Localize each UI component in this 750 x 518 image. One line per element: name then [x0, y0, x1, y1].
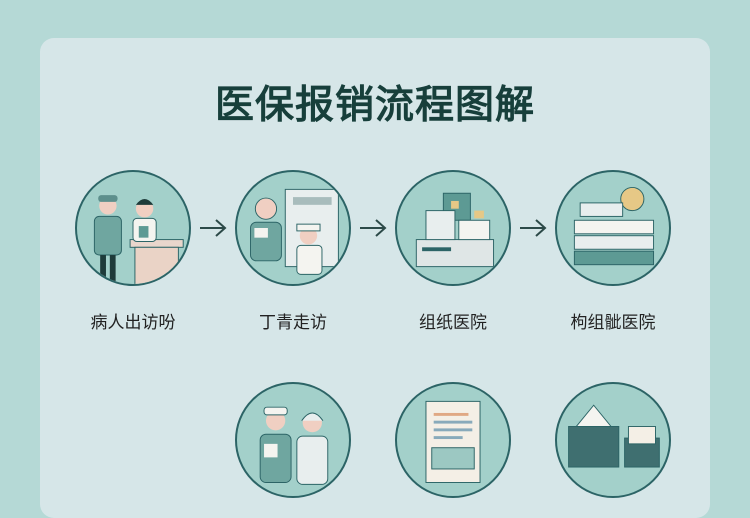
step-3-circle	[395, 170, 511, 286]
step-2-circle	[235, 170, 351, 286]
arrow-right-icon	[360, 219, 387, 237]
envelope-icon	[568, 404, 660, 468]
document-stack-icon	[573, 186, 655, 266]
page-title: 医保报销流程图解	[214, 83, 535, 128]
step-1-circle	[75, 170, 191, 286]
step-4-circle	[555, 170, 671, 286]
nurse-visit-icon	[250, 188, 339, 275]
step-3-label: 组纸医院	[419, 313, 487, 333]
step-2-label: 丁青走访	[259, 313, 327, 333]
doctor-patient-icon	[93, 195, 184, 284]
arrow-right-icon	[520, 219, 547, 237]
step-7-circle	[555, 382, 671, 498]
hospital-equipment-icon	[415, 192, 495, 268]
step-5-circle	[235, 382, 351, 498]
step-4-label: 枸组骴医院	[570, 313, 656, 333]
step-6-circle	[395, 382, 511, 498]
step-1-label: 病人出访吩	[90, 313, 176, 333]
arrow-right-icon	[200, 219, 227, 237]
form-document-icon	[425, 400, 481, 483]
medical-staff-icon	[259, 406, 329, 485]
